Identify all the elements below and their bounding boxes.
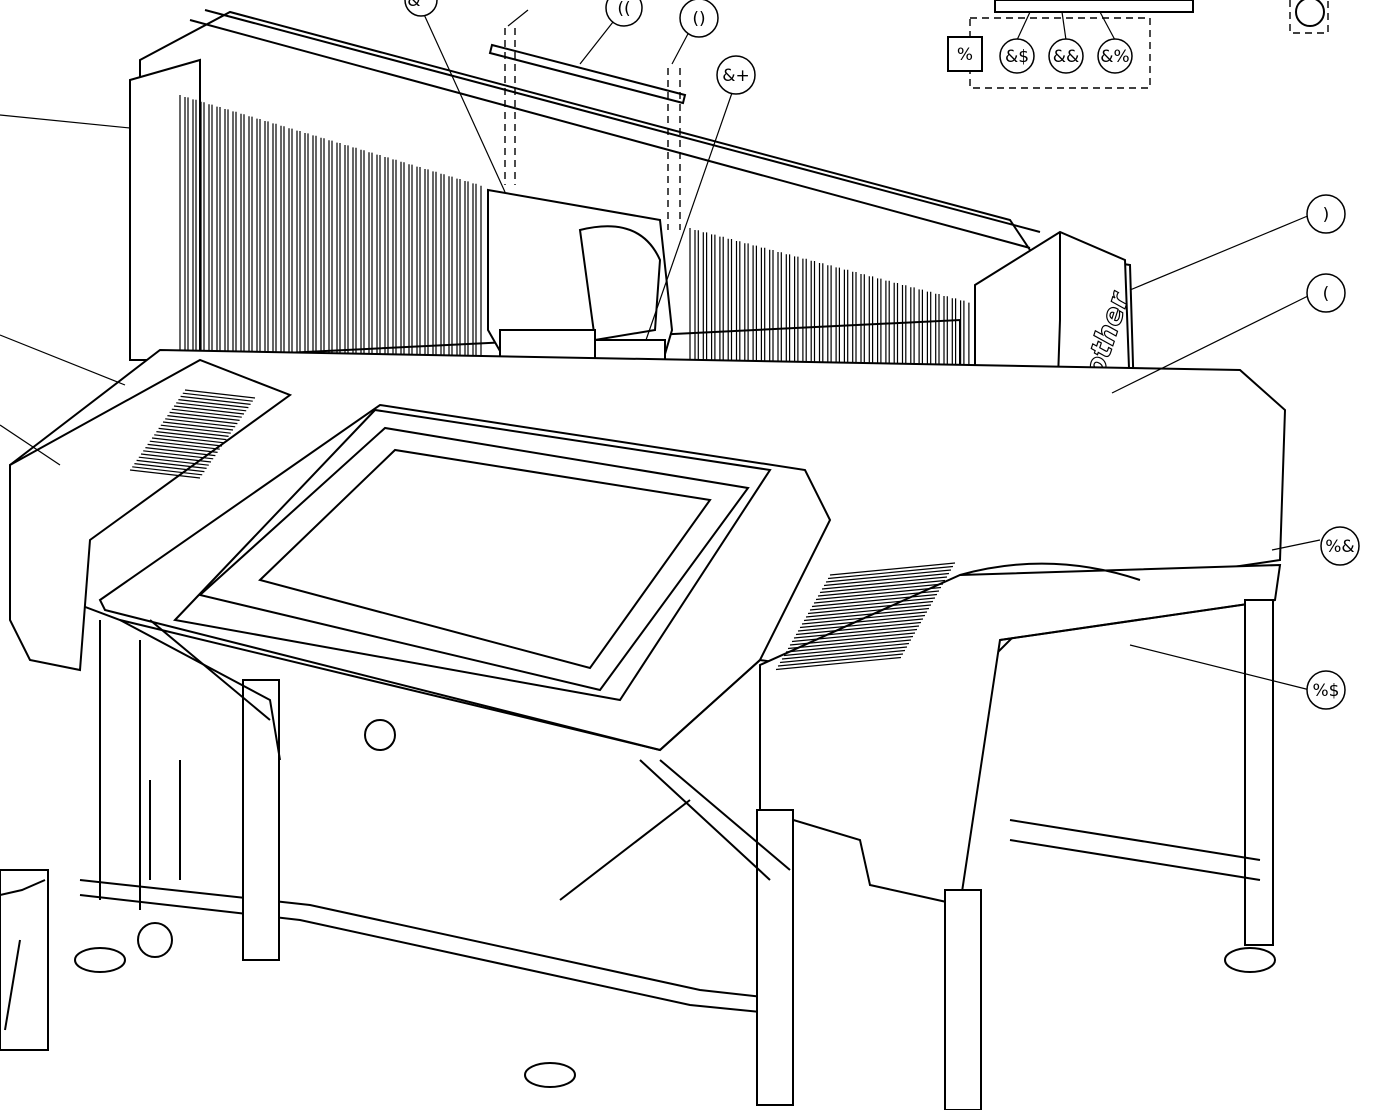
inset-detail: % [947, 0, 1329, 89]
callout-label: ) [1323, 205, 1330, 225]
top-detail [488, 28, 687, 230]
callout-c-top-1: &^ [404, 0, 438, 17]
callout-c-inset-3: &% [1097, 38, 1133, 74]
callouts: &^ (( () &+ &$ && &%) ( %& %$ [404, 0, 1360, 710]
callout-label: %$ [1313, 681, 1340, 701]
callout-c-inset-1: &$ [999, 38, 1035, 74]
callout-c-inset-2: && [1048, 38, 1084, 74]
callout-label: %& [1325, 537, 1354, 557]
callout-circle [1320, 526, 1360, 566]
bottom-left-inset [0, 869, 49, 1051]
callout-label: () [692, 9, 705, 29]
table-top [9, 348, 1287, 907]
conveyor-right [775, 562, 956, 671]
leader-lines [0, 9, 1321, 691]
callout-c-top-2: (( [605, 0, 643, 27]
callout-circle [605, 0, 643, 27]
callout-circle [1048, 38, 1084, 74]
callout-c-right-3: %& [1320, 526, 1360, 566]
conveyor-left [129, 389, 256, 479]
callout-label: &% [1100, 47, 1129, 67]
callout-label: (( [617, 0, 630, 19]
callout-circle [999, 38, 1035, 74]
callout-c-right-4: %$ [1306, 670, 1346, 710]
callout-label: &$ [1005, 47, 1029, 67]
callout-label: && [1053, 47, 1080, 67]
inset-box-label: % [957, 45, 973, 65]
callout-circle [679, 0, 719, 38]
callout-circle [1306, 194, 1346, 234]
callout-c-right-2: ( [1306, 273, 1346, 313]
callout-c-top-4: &+ [716, 55, 756, 95]
callout-c-right-1: ) [1306, 194, 1346, 234]
callout-label: &^ [407, 0, 435, 11]
callout-circle [1306, 273, 1346, 313]
callout-circle [1306, 670, 1346, 710]
callout-c-top-3: () [679, 0, 719, 38]
callout-circle [1097, 38, 1133, 74]
callout-label: ( [1323, 284, 1330, 304]
callout-label: &+ [722, 66, 750, 86]
callout-circle [404, 0, 438, 17]
callout-circle [716, 55, 756, 95]
stand-frame [74, 599, 1276, 1110]
